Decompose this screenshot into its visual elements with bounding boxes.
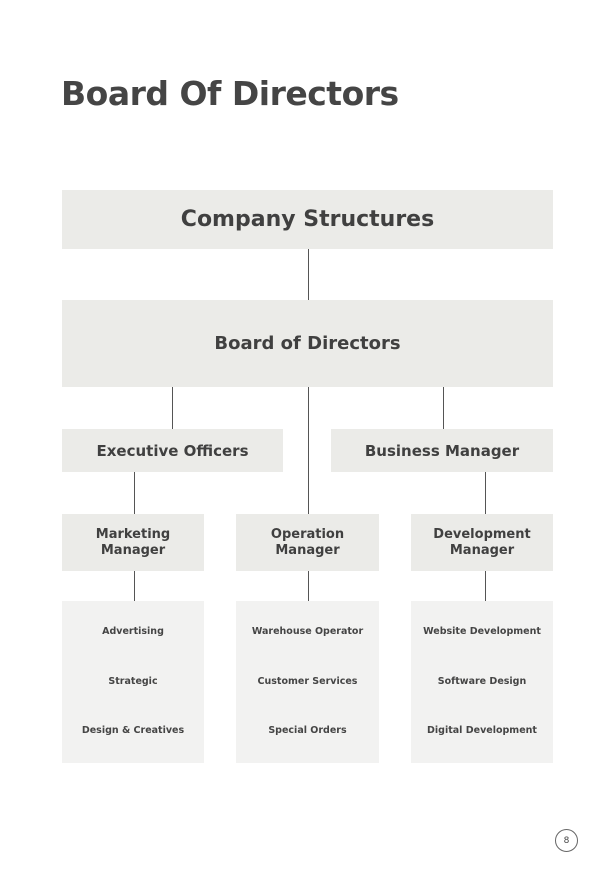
page-number: 8	[555, 829, 578, 852]
list-item: Digital Development	[427, 725, 537, 736]
node-development-manager: Development Manager	[411, 514, 553, 571]
list-item: Software Design	[437, 676, 527, 687]
task-list-marketing: Advertising Strategic Design & Creatives	[62, 601, 204, 763]
list-item: Strategic	[108, 676, 158, 687]
connector-root-board	[308, 249, 309, 300]
node-business-manager: Business Manager	[331, 429, 553, 472]
connector-board-operation	[308, 387, 309, 514]
task-list-operation: Warehouse Operator Customer Services Spe…	[236, 601, 379, 763]
connector-marketing-tasks	[134, 571, 135, 601]
connector-development-tasks	[485, 571, 486, 601]
list-item: Design & Creatives	[81, 725, 185, 736]
node-board-of-directors-label: Board of Directors	[214, 333, 401, 354]
connector-executive-marketing	[134, 472, 135, 514]
node-company-structures: Company Structures	[62, 190, 553, 249]
node-executive-officers-label: Executive Officers	[96, 441, 249, 460]
list-item: Customer Services	[257, 676, 358, 687]
list-item: Special Orders	[268, 725, 347, 736]
node-operation-manager-label: Operation Manager	[270, 526, 345, 558]
node-marketing-manager: Marketing Manager	[62, 514, 204, 571]
page-title: Board Of Directors	[61, 74, 399, 113]
node-executive-officers: Executive Officers	[62, 429, 283, 472]
list-item: Warehouse Operator	[251, 626, 364, 637]
node-board-of-directors: Board of Directors	[62, 300, 553, 387]
node-marketing-manager-label: Marketing Manager	[95, 526, 171, 558]
node-business-manager-label: Business Manager	[364, 441, 520, 460]
node-operation-manager: Operation Manager	[236, 514, 379, 571]
connector-business-development	[485, 472, 486, 514]
node-development-manager-label: Development Manager	[433, 526, 531, 558]
list-item: Website Development	[423, 626, 541, 637]
connector-operation-tasks	[308, 571, 309, 601]
connector-board-business	[443, 387, 444, 429]
task-list-development: Website Development Software Design Digi…	[411, 601, 553, 763]
node-company-structures-label: Company Structures	[180, 207, 435, 232]
connector-board-executive	[172, 387, 173, 429]
list-item: Advertising	[102, 626, 164, 637]
